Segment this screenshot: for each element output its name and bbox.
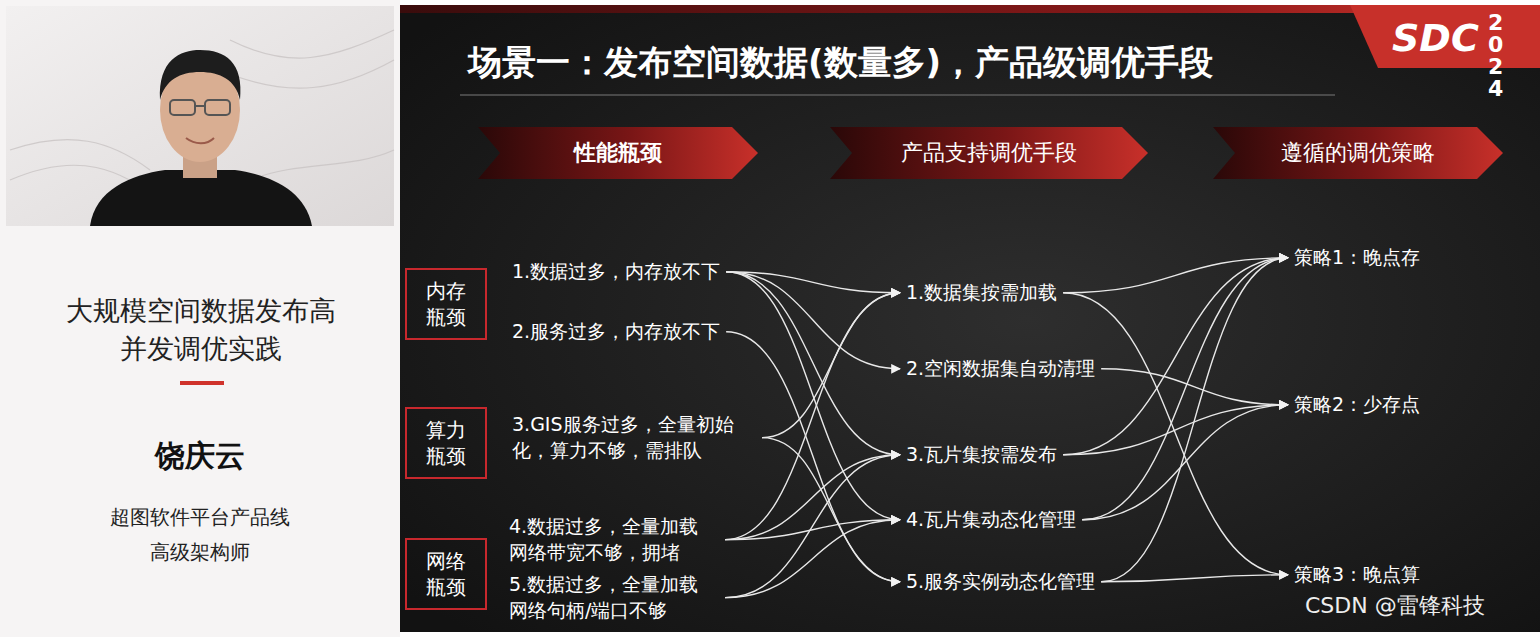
- node-text: 4.数据过多，全量加载 网络带宽不够，拥堵: [505, 512, 723, 567]
- flow-connector: [1082, 405, 1288, 520]
- node-text: 5.服务实例动态化管理: [902, 567, 1099, 597]
- banner-text: 产品支持调优手段: [901, 138, 1077, 168]
- flow-connector: [726, 272, 900, 455]
- node-text: 4.瓦片集动态化管理: [902, 505, 1080, 535]
- node-text: 策略2：少存点: [1290, 390, 1424, 420]
- flow-connector: [725, 455, 900, 598]
- flow-connector: [1082, 258, 1288, 520]
- text-node: 2.空闲数据集自动清理: [902, 354, 1099, 384]
- column-banner: 产品支持调优手段: [830, 127, 1148, 179]
- flow-connector: [726, 272, 900, 520]
- flow-connector: [726, 272, 900, 369]
- bottleneck-box: 网络瓶颈: [405, 538, 487, 610]
- node-text: 3.GIS服务过多，全量初始化，算力不够，需排队: [508, 410, 760, 465]
- banner-text: 性能瓶颈: [574, 138, 662, 168]
- speaker-figure: [90, 50, 312, 226]
- text-node: 4.瓦片集动态化管理: [902, 505, 1080, 535]
- banner-text: 遵循的调优策略: [1281, 138, 1435, 168]
- flow-connector: [1101, 575, 1288, 582]
- speaker-photo: [6, 6, 394, 226]
- text-node: 策略1：晚点存: [1290, 243, 1424, 273]
- node-text: 3.瓦片集按需发布: [902, 440, 1061, 470]
- speaker-role: 超图软件平台产品线 高级架构师: [100, 500, 300, 570]
- text-node: 1.数据过多，内存放不下: [508, 257, 724, 287]
- flow-connector: [725, 293, 900, 540]
- flow-connector: [725, 520, 900, 598]
- text-node: 2.服务过多，内存放不下: [508, 317, 724, 347]
- node-text: 2.空闲数据集自动清理: [902, 354, 1099, 384]
- logo-band: [1350, 5, 1540, 68]
- bottleneck-box: 内存瓶颈: [405, 268, 487, 340]
- logo-text: SDC: [1392, 16, 1482, 62]
- node-text: 1.数据过多，内存放不下: [508, 257, 724, 287]
- flow-connector: [1101, 369, 1288, 405]
- talk-title: 大规模空间数据发布高并发调优实践: [63, 292, 338, 368]
- logo-year: 2024: [1488, 12, 1516, 100]
- photo-curves: [10, 30, 394, 200]
- text-node: 策略2：少存点: [1290, 390, 1424, 420]
- node-text: 5.数据过多，全量加载 网络句柄/端口不够: [505, 570, 723, 625]
- left-panel: [0, 0, 400, 637]
- node-text: 策略3：晚点算: [1290, 560, 1424, 590]
- accent-bar: [180, 381, 224, 385]
- text-node: 策略3：晚点算: [1290, 560, 1424, 590]
- watermark: CSDN @雷锋科技: [1305, 593, 1535, 619]
- column-banner: 性能瓶颈: [478, 127, 758, 179]
- flow-connector: [1101, 258, 1288, 582]
- flow-connector: [1063, 293, 1288, 575]
- text-node: 1.数据集按需加载: [902, 278, 1061, 308]
- speaker-name: 饶庆云: [100, 438, 300, 474]
- node-text: 2.服务过多，内存放不下: [508, 317, 724, 347]
- flow-connector: [762, 438, 900, 582]
- title-rule: [460, 94, 1335, 96]
- node-text: 策略1：晚点存: [1290, 243, 1424, 273]
- text-node: 5.数据过多，全量加载 网络句柄/端口不够: [505, 570, 723, 625]
- text-node: 5.服务实例动态化管理: [902, 567, 1099, 597]
- slide-title: 场景一：发布空间数据(数量多)，产品级调优手段: [468, 40, 1213, 86]
- flow-connector: [726, 332, 900, 582]
- text-node: 3.GIS服务过多，全量初始化，算力不够，需排队: [508, 410, 760, 465]
- bottleneck-text: 内存瓶颈: [425, 278, 467, 330]
- bottleneck-text: 网络瓶颈: [425, 548, 467, 600]
- slide-background: [400, 5, 1540, 632]
- text-node: 4.数据过多，全量加载 网络带宽不够，拥堵: [505, 512, 723, 567]
- node-text: 1.数据集按需加载: [902, 278, 1061, 308]
- column-banner: 遵循的调优策略: [1213, 127, 1503, 179]
- text-node: 3.瓦片集按需发布: [902, 440, 1061, 470]
- bottleneck-box: 算力瓶颈: [405, 407, 487, 479]
- bottleneck-text: 算力瓶颈: [425, 417, 467, 469]
- flow-connector: [1063, 258, 1288, 455]
